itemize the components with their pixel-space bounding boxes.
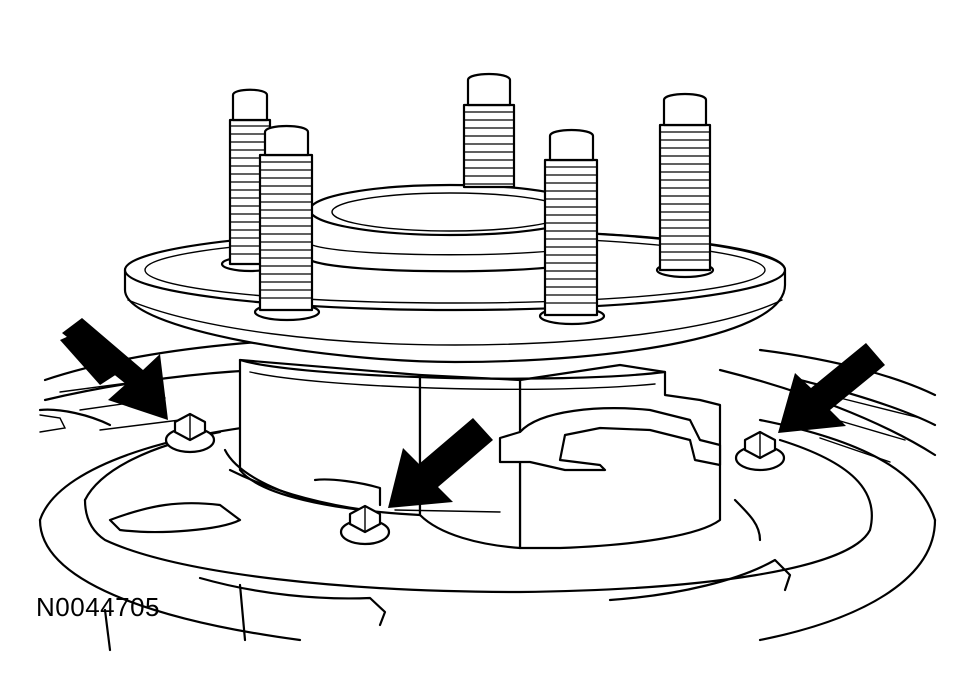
hub-bearing-body	[223, 358, 762, 550]
figure-id-label: N0044705	[36, 592, 160, 622]
hub-retaining-bolts	[164, 412, 786, 546]
bolt-left	[164, 412, 216, 454]
wheel-stud-2	[462, 72, 516, 189]
arrow-upper-left-2	[60, 330, 120, 385]
wheel-stud-4	[253, 124, 321, 322]
arrow-right	[778, 343, 885, 433]
wheel-stud-5	[538, 128, 606, 326]
bolt-right	[734, 430, 786, 472]
wheel-stud-3	[655, 92, 715, 279]
wheel-studs	[220, 72, 715, 326]
arrow-center	[388, 418, 493, 508]
hub-center-pilot	[308, 183, 592, 273]
callout-arrows	[60, 318, 885, 508]
bolt-center	[339, 504, 391, 546]
